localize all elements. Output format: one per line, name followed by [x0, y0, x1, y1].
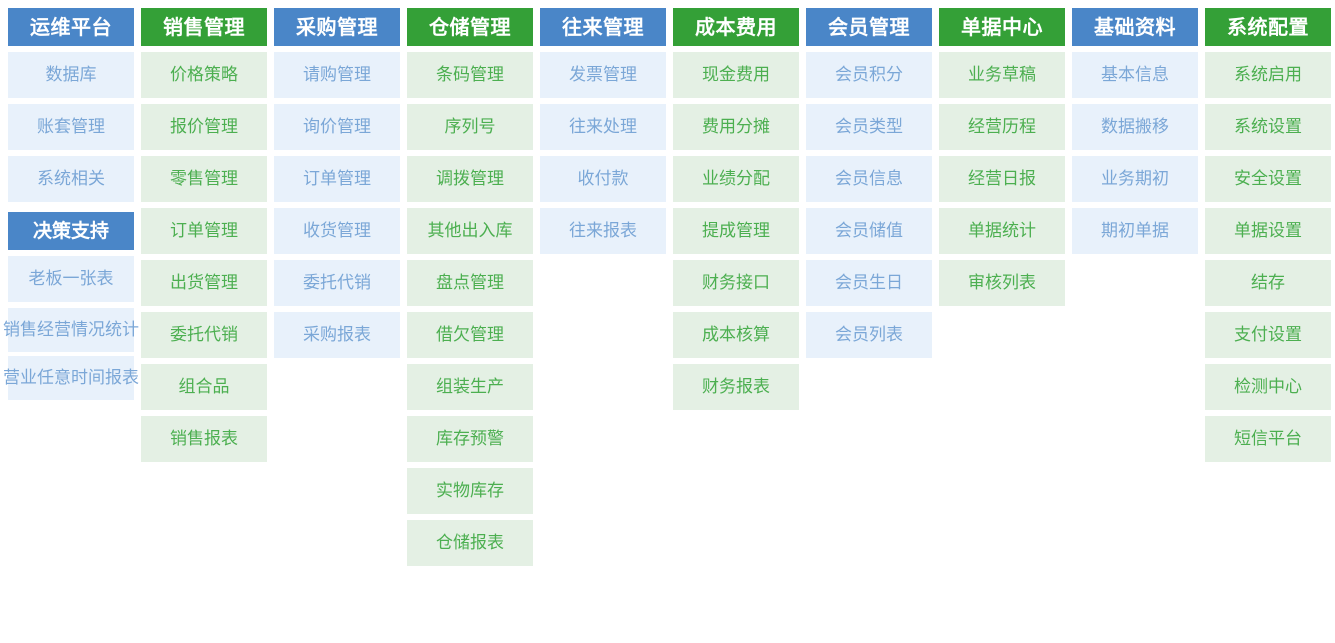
menu-item[interactable]: 询价管理: [274, 104, 400, 150]
menu-item[interactable]: 盘点管理: [407, 260, 533, 306]
menu-column-6: 成本费用现金费用费用分摊业绩分配提成管理财务接口成本核算财务报表: [673, 8, 799, 410]
menu-item[interactable]: 现金费用: [673, 52, 799, 98]
menu-item[interactable]: 库存预警: [407, 416, 533, 462]
menu-column-7: 会员管理会员积分会员类型会员信息会员储值会员生日会员列表: [806, 8, 932, 358]
menu-item[interactable]: 数据库: [8, 52, 134, 98]
column-header[interactable]: 基础资料: [1072, 8, 1198, 46]
menu-item[interactable]: 期初单据: [1072, 208, 1198, 254]
menu-item[interactable]: 费用分摊: [673, 104, 799, 150]
menu-item[interactable]: 序列号: [407, 104, 533, 150]
menu-item[interactable]: 条码管理: [407, 52, 533, 98]
menu-item[interactable]: 会员列表: [806, 312, 932, 358]
menu-item[interactable]: 会员信息: [806, 156, 932, 202]
menu-item[interactable]: 提成管理: [673, 208, 799, 254]
column-header[interactable]: 单据中心: [939, 8, 1065, 46]
menu-item[interactable]: 出货管理: [141, 260, 267, 306]
menu-item[interactable]: 支付设置: [1205, 312, 1331, 358]
menu-item[interactable]: 发票管理: [540, 52, 666, 98]
menu-item[interactable]: 营业任意时间报表: [3, 356, 139, 400]
menu-item[interactable]: 基本信息: [1072, 52, 1198, 98]
menu-item[interactable]: 收货管理: [274, 208, 400, 254]
menu-item[interactable]: 账套管理: [8, 104, 134, 150]
column-header[interactable]: 往来管理: [540, 8, 666, 46]
menu-item[interactable]: 系统设置: [1205, 104, 1331, 150]
menu-item[interactable]: 会员积分: [806, 52, 932, 98]
menu-item[interactable]: 其他出入库: [407, 208, 533, 254]
menu-item[interactable]: 结存: [1205, 260, 1331, 306]
menu-item[interactable]: 销售经营情况统计: [3, 308, 139, 352]
menu-item[interactable]: 订单管理: [141, 208, 267, 254]
menu-item[interactable]: 往来处理: [540, 104, 666, 150]
menu-item[interactable]: 会员储值: [806, 208, 932, 254]
menu-item[interactable]: 收付款: [540, 156, 666, 202]
menu-column-9: 基础资料基本信息数据搬移业务期初期初单据: [1072, 8, 1198, 254]
menu-column-5: 往来管理发票管理往来处理收付款往来报表: [540, 8, 666, 254]
menu-item[interactable]: 仓储报表: [407, 520, 533, 566]
menu-item[interactable]: 单据统计: [939, 208, 1065, 254]
menu-item[interactable]: 审核列表: [939, 260, 1065, 306]
menu-item[interactable]: 委托代销: [274, 260, 400, 306]
menu-item[interactable]: 订单管理: [274, 156, 400, 202]
menu-item[interactable]: 系统相关: [8, 156, 134, 202]
menu-item[interactable]: 销售报表: [141, 416, 267, 462]
menu-item[interactable]: 报价管理: [141, 104, 267, 150]
menu-item[interactable]: 采购报表: [274, 312, 400, 358]
menu-item[interactable]: 系统启用: [1205, 52, 1331, 98]
column-sub-header[interactable]: 决策支持: [8, 212, 134, 250]
menu-item[interactable]: 业绩分配: [673, 156, 799, 202]
menu-item[interactable]: 单据设置: [1205, 208, 1331, 254]
menu-item[interactable]: 往来报表: [540, 208, 666, 254]
menu-item[interactable]: 经营日报: [939, 156, 1065, 202]
menu-item[interactable]: 组装生产: [407, 364, 533, 410]
column-header[interactable]: 采购管理: [274, 8, 400, 46]
column-header[interactable]: 销售管理: [141, 8, 267, 46]
menu-column-4: 仓储管理条码管理序列号调拨管理其他出入库盘点管理借欠管理组装生产库存预警实物库存…: [407, 8, 533, 566]
menu-item[interactable]: 财务接口: [673, 260, 799, 306]
menu-grid: 运维平台数据库账套管理系统相关决策支持老板一张表销售经营情况统计营业任意时间报表…: [3, 8, 1331, 566]
column-header[interactable]: 运维平台: [8, 8, 134, 46]
menu-item[interactable]: 请购管理: [274, 52, 400, 98]
menu-column-1: 运维平台数据库账套管理系统相关决策支持老板一张表销售经营情况统计营业任意时间报表: [3, 8, 139, 400]
menu-item[interactable]: 借欠管理: [407, 312, 533, 358]
menu-item[interactable]: 会员生日: [806, 260, 932, 306]
menu-item[interactable]: 委托代销: [141, 312, 267, 358]
menu-item[interactable]: 检测中心: [1205, 364, 1331, 410]
menu-item[interactable]: 价格策略: [141, 52, 267, 98]
menu-item[interactable]: 调拨管理: [407, 156, 533, 202]
menu-item[interactable]: 业务期初: [1072, 156, 1198, 202]
menu-item[interactable]: 实物库存: [407, 468, 533, 514]
column-header[interactable]: 会员管理: [806, 8, 932, 46]
menu-item[interactable]: 会员类型: [806, 104, 932, 150]
menu-item[interactable]: 零售管理: [141, 156, 267, 202]
menu-item[interactable]: 组合品: [141, 364, 267, 410]
menu-item[interactable]: 成本核算: [673, 312, 799, 358]
column-header[interactable]: 系统配置: [1205, 8, 1331, 46]
menu-item[interactable]: 财务报表: [673, 364, 799, 410]
menu-column-8: 单据中心业务草稿经营历程经营日报单据统计审核列表: [939, 8, 1065, 306]
menu-item[interactable]: 安全设置: [1205, 156, 1331, 202]
menu-item[interactable]: 数据搬移: [1072, 104, 1198, 150]
column-header[interactable]: 仓储管理: [407, 8, 533, 46]
column-header[interactable]: 成本费用: [673, 8, 799, 46]
menu-item[interactable]: 短信平台: [1205, 416, 1331, 462]
menu-item[interactable]: 老板一张表: [8, 256, 134, 302]
menu-item[interactable]: 业务草稿: [939, 52, 1065, 98]
menu-item[interactable]: 经营历程: [939, 104, 1065, 150]
menu-column-3: 采购管理请购管理询价管理订单管理收货管理委托代销采购报表: [274, 8, 400, 358]
menu-column-2: 销售管理价格策略报价管理零售管理订单管理出货管理委托代销组合品销售报表: [141, 8, 267, 462]
menu-column-10: 系统配置系统启用系统设置安全设置单据设置结存支付设置检测中心短信平台: [1205, 8, 1331, 462]
